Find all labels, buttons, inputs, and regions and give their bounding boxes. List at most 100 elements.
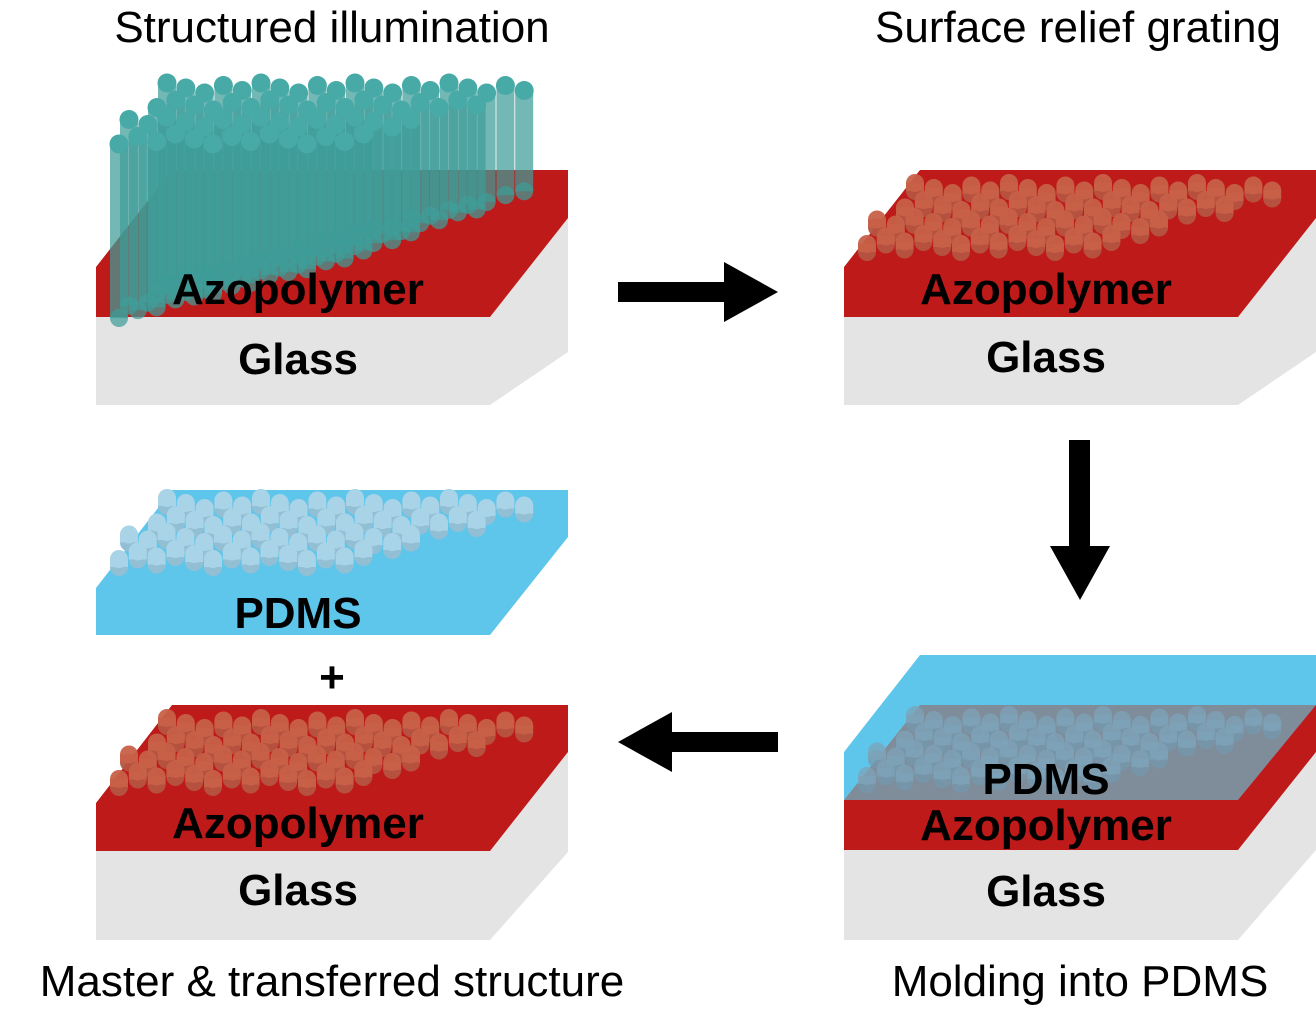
light-pillar bbox=[203, 134, 223, 303]
light-pillar bbox=[448, 90, 468, 222]
pdms-bump bbox=[279, 545, 298, 571]
pdms-bump bbox=[467, 511, 486, 537]
molded-bump bbox=[876, 759, 895, 786]
light-pillar bbox=[222, 127, 242, 295]
relief-bump bbox=[1178, 198, 1196, 225]
light-pillar bbox=[335, 132, 355, 268]
relief-bump bbox=[895, 232, 914, 259]
pdms-bump bbox=[316, 542, 335, 569]
molded-bump bbox=[1196, 723, 1215, 749]
relief-bump bbox=[166, 760, 185, 786]
relief-bump bbox=[1008, 225, 1027, 251]
light-pillar bbox=[467, 95, 487, 219]
light-pillar bbox=[109, 134, 129, 328]
azopolymer-label: Azopolymer bbox=[920, 265, 1172, 314]
relief-bumps bbox=[858, 174, 1282, 261]
relief-bump bbox=[1065, 193, 1084, 220]
molded-bumps bbox=[858, 706, 1282, 793]
molded-bump bbox=[914, 757, 933, 783]
relief-bump bbox=[147, 767, 166, 794]
molded-bump bbox=[1215, 728, 1234, 754]
relief-bump bbox=[933, 230, 952, 256]
relief-bump bbox=[1196, 191, 1215, 217]
relief-bump bbox=[1263, 181, 1282, 208]
light-pillar bbox=[495, 76, 515, 205]
relief-bump bbox=[1150, 210, 1168, 237]
pdms-bump bbox=[233, 496, 252, 523]
relief-bump bbox=[1018, 179, 1037, 205]
pdms-bump bbox=[260, 540, 279, 566]
azopolymer-label: Azopolymer bbox=[172, 799, 424, 848]
relief-bump bbox=[448, 726, 467, 752]
relief-bump bbox=[1131, 218, 1150, 244]
relief-bump bbox=[279, 765, 298, 791]
relief-bump bbox=[1064, 227, 1083, 254]
pdms-layer bbox=[844, 655, 1316, 800]
molded-bump bbox=[1046, 767, 1064, 793]
relief-bump bbox=[335, 767, 354, 794]
panel-title: Structured illumination bbox=[114, 3, 549, 52]
light-pillar bbox=[514, 81, 534, 201]
panel-surface-relief-grating: Surface relief grating Azopolymer Glass bbox=[844, 3, 1316, 405]
relief-bump bbox=[1112, 179, 1131, 205]
light-pillar bbox=[184, 129, 204, 306]
pdms-bump bbox=[222, 542, 241, 569]
pdms-label: PDMS bbox=[982, 755, 1109, 804]
panel-title: Surface relief grating bbox=[875, 3, 1281, 52]
relief-bump bbox=[1112, 213, 1131, 239]
glass-layer bbox=[96, 851, 490, 940]
panel-title: Master & transferred structure bbox=[40, 957, 624, 1006]
molded-bump bbox=[1178, 730, 1196, 757]
pdms-stamp: PDMS bbox=[96, 489, 568, 638]
panel-structured-illumination: Structured illumination Azopolymer Glass bbox=[96, 3, 568, 405]
panel-master-transferred: PDMS + Azopolymer Glass Master & transfe… bbox=[40, 489, 624, 1006]
pdms-bump bbox=[402, 525, 420, 552]
relief-bump bbox=[1046, 235, 1064, 261]
molded-bump bbox=[970, 759, 989, 786]
molded-bump bbox=[1027, 762, 1046, 788]
molded-bump bbox=[1244, 708, 1263, 735]
molded-bump bbox=[1131, 750, 1150, 776]
relief-bump bbox=[354, 760, 373, 786]
arrow-right-icon bbox=[618, 262, 778, 322]
relief-bump bbox=[185, 765, 204, 791]
light-pillar bbox=[278, 129, 298, 282]
arrow-down-icon bbox=[1050, 440, 1110, 600]
molded-bump bbox=[906, 706, 924, 732]
relief-bump bbox=[876, 227, 895, 254]
azopolymer-label: Azopolymer bbox=[172, 265, 424, 314]
pdms-bump bbox=[128, 542, 147, 569]
pdms-bump bbox=[335, 547, 354, 574]
pdms-bump bbox=[515, 496, 534, 523]
molded-bump bbox=[1027, 728, 1046, 754]
molded-bump bbox=[1150, 742, 1168, 769]
light-pillar bbox=[147, 132, 167, 317]
pdms-bump bbox=[496, 491, 515, 518]
relief-bump bbox=[128, 762, 147, 789]
molded-bump bbox=[952, 767, 970, 793]
light-pillar bbox=[401, 110, 421, 242]
relief-bump bbox=[989, 232, 1008, 259]
light-pillar bbox=[297, 134, 317, 279]
relief-bump bbox=[1027, 230, 1046, 256]
relief-bump bbox=[1102, 225, 1121, 251]
relief-bump bbox=[241, 767, 260, 794]
pdms-bump bbox=[411, 508, 430, 535]
molded-bump bbox=[989, 764, 1008, 791]
glass-label: Glass bbox=[986, 333, 1106, 382]
molded-bump bbox=[1102, 757, 1121, 783]
plus-sign: + bbox=[319, 653, 345, 702]
molded-bump bbox=[868, 742, 886, 769]
relief-bump bbox=[204, 770, 222, 796]
relief-bump bbox=[858, 235, 876, 261]
relief-bump bbox=[402, 745, 420, 772]
relief-bump bbox=[298, 770, 316, 796]
light-pillar bbox=[316, 127, 336, 271]
pdms-bump bbox=[166, 540, 185, 566]
pdms-bump bbox=[241, 547, 260, 574]
relief-bump bbox=[1215, 196, 1234, 222]
molded-bump bbox=[1008, 757, 1027, 783]
relief-bump bbox=[952, 235, 970, 261]
pdms-bump bbox=[383, 533, 402, 559]
